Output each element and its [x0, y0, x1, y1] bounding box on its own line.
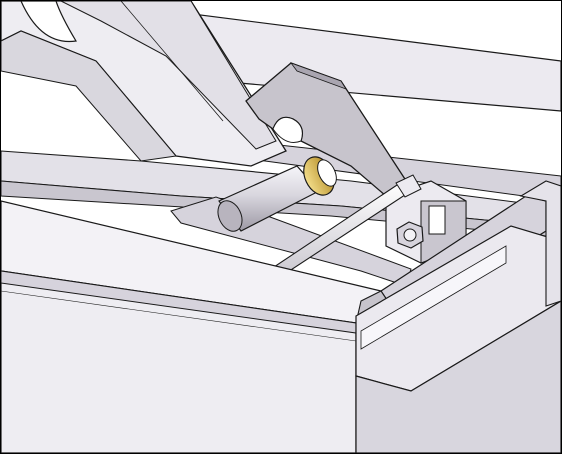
outer-channel-rail [1, 200, 382, 453]
bracket-plate [245, 62, 417, 207]
end-box [519, 180, 561, 307]
inner-tube [355, 225, 561, 453]
brass-nut [303, 156, 337, 196]
hex-bolt [396, 221, 424, 249]
pivot-arm [1, 1, 287, 167]
